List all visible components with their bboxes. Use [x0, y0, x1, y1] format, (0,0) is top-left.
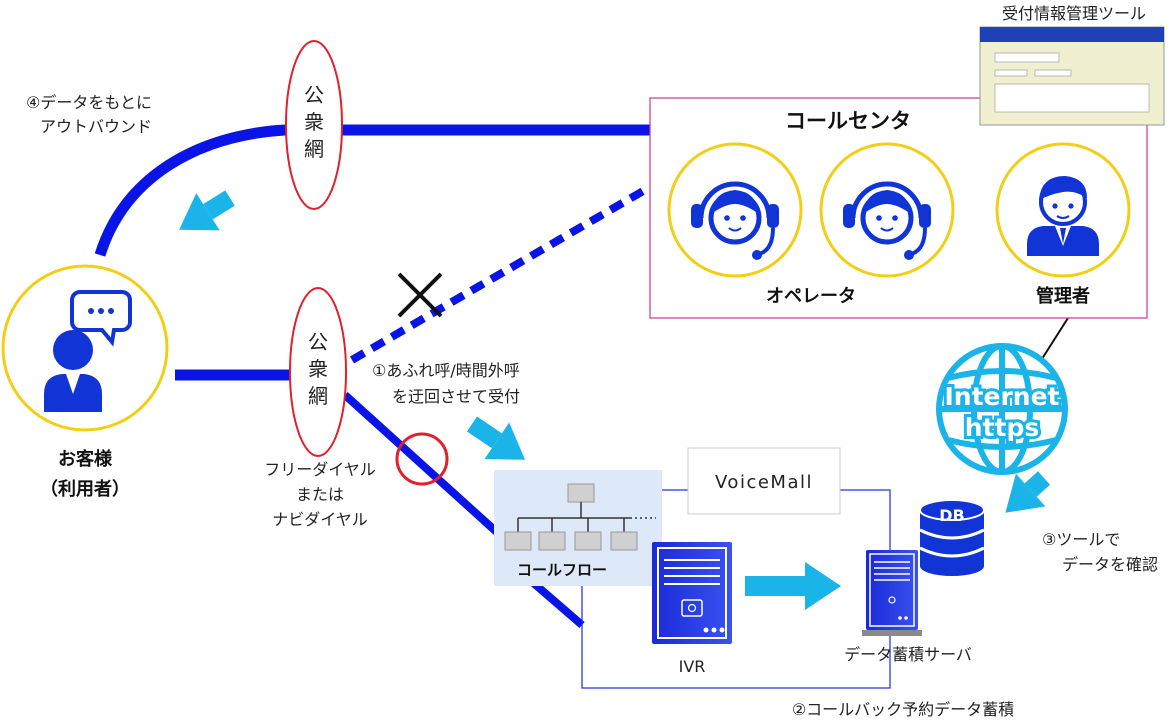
public-network-label-char-1: 公: [308, 330, 328, 354]
internet-label-line1: Internet: [944, 382, 1059, 411]
operators-label: オペレータ: [766, 286, 856, 307]
detour-arrow: [466, 416, 526, 460]
reception-tool-window: [979, 26, 1165, 126]
operator-headset-icon: [819, 142, 955, 278]
connection-lines: [94, 124, 1069, 629]
dial-note-line3: ナビダイヤル: [272, 510, 368, 529]
call-center-title: コールセンタ: [785, 109, 911, 133]
customer-label-line1: お客様: [58, 448, 113, 470]
public-network-label-char-2: 衆: [304, 110, 324, 134]
internet-label-line2: https: [965, 413, 1039, 442]
reception-tool-label: 受付情報管理ツール: [1002, 4, 1146, 23]
customer-label-line2: （利用者）: [40, 478, 130, 500]
confirm-note-line2: データを確認: [1062, 555, 1158, 574]
ivr-label: IVR: [679, 657, 706, 676]
ivr-server-icon: [652, 542, 732, 644]
internet-globe-icon: [936, 343, 1068, 475]
customer-icon: [1, 264, 169, 432]
outbound-line: [94, 124, 650, 257]
storage-server-icon: [862, 550, 922, 636]
db-label: DB: [939, 506, 964, 525]
blocked-mark: [397, 272, 443, 318]
callflow-to-ivr-line: [527, 576, 585, 629]
voicemall-logo: VoiceMall: [687, 447, 841, 515]
detour-highlight-circle: [395, 432, 449, 486]
public-network-bottom: 公 衆 網: [289, 287, 347, 457]
public-network-label-char-3: 網: [304, 137, 324, 161]
public-network-label-char-2: 衆: [308, 357, 328, 381]
outbound-arrow: [179, 190, 235, 231]
outbound-note-line2: アウトバウンド: [40, 117, 152, 136]
dial-note-line2: または: [296, 485, 344, 504]
manager-label: 管理者: [1036, 285, 1090, 307]
callback-note: ②コールバック予約データ蓄積: [792, 700, 1014, 719]
callflow-box: [494, 470, 662, 586]
brand-label: VoiceMall: [715, 472, 813, 493]
callflow-label: コールフロー: [517, 561, 607, 579]
database-icon: [919, 499, 985, 576]
detour-note-line1: ①あふれ呼/時間外呼: [372, 361, 520, 380]
blocked-dashed-line: [349, 183, 653, 364]
manager-icon: [995, 142, 1131, 278]
detour-note-line2: を迂回させて受付: [392, 387, 520, 406]
public-network-top: 公 衆 網: [285, 40, 343, 210]
manager-to-internet-line: [1039, 317, 1069, 363]
ivr-to-server-arrow: [745, 562, 841, 610]
public-network-label-char-1: 公: [304, 83, 324, 107]
public-network-label-char-3: 網: [308, 384, 328, 408]
confirm-note-line1: ③ツールで: [1042, 530, 1120, 549]
outbound-note-line1: ④データをもとに: [26, 93, 152, 112]
detour-line: [342, 392, 503, 538]
storage-server-label: データ蓄積サーバ: [844, 645, 972, 664]
dial-note-line1: フリーダイヤル: [264, 460, 376, 479]
internet-to-db-arrow: [1005, 471, 1051, 513]
operator-headset-icon: [667, 142, 803, 278]
